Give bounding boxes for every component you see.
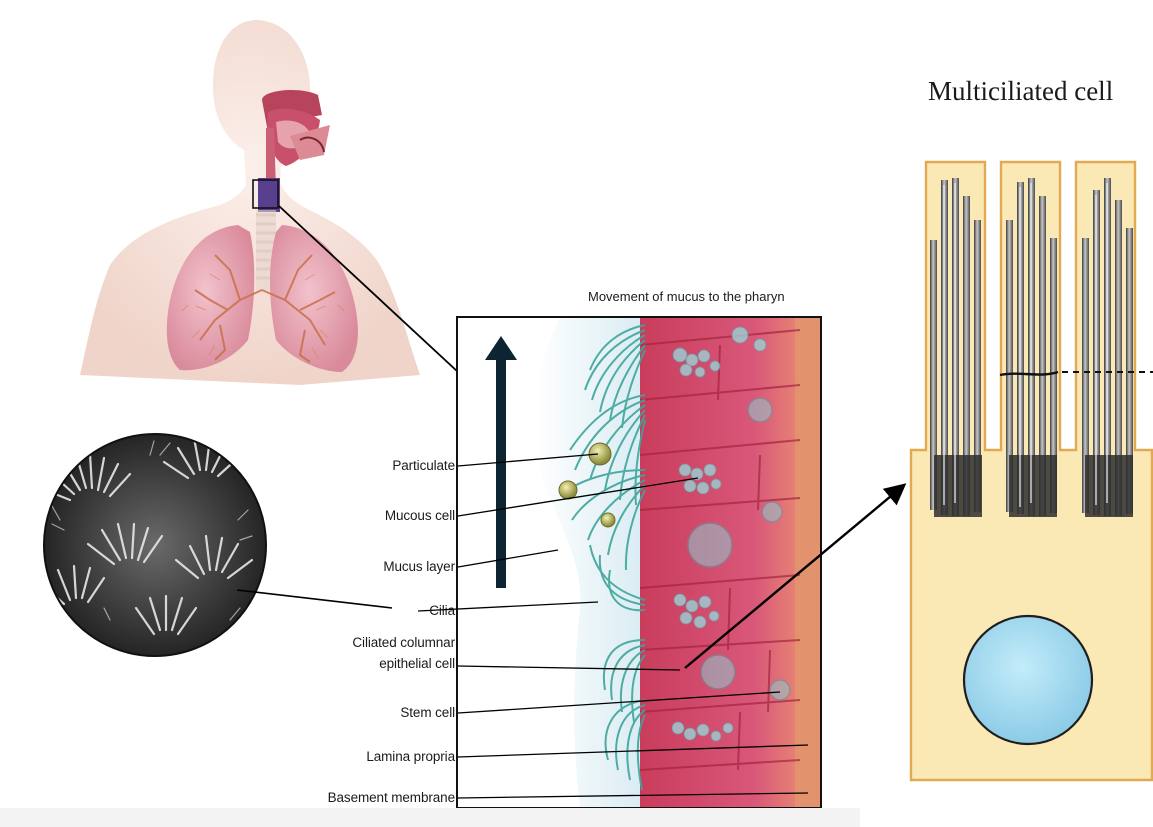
label-cilia: Cilia	[429, 603, 455, 619]
label-basement-membrane: Basement membrane	[328, 790, 455, 806]
label-mucous-cell: Mucous cell	[385, 508, 455, 524]
sem-micrograph-circle	[40, 434, 266, 656]
label-mucus-layer: Mucus layer	[383, 559, 455, 575]
human-body-figure	[80, 20, 420, 385]
multiciliated-cell-diagram	[911, 162, 1153, 780]
label-lamina-propria: Lamina propria	[366, 749, 455, 765]
epithelium-panel	[457, 317, 821, 808]
panel-header: Movement of mucus to the pharyn	[588, 289, 828, 304]
label-particulate: Particulate	[392, 458, 455, 474]
label-stem-cell: Stem cell	[400, 705, 455, 721]
label-ciliated-columnar-line2: epithelial cell	[379, 656, 455, 672]
cilia-connector-line	[237, 590, 392, 608]
multiciliated-cell-title: Multiciliated cell	[928, 76, 1113, 107]
label-ciliated-columnar-line1: Ciliated columnar	[352, 635, 455, 651]
